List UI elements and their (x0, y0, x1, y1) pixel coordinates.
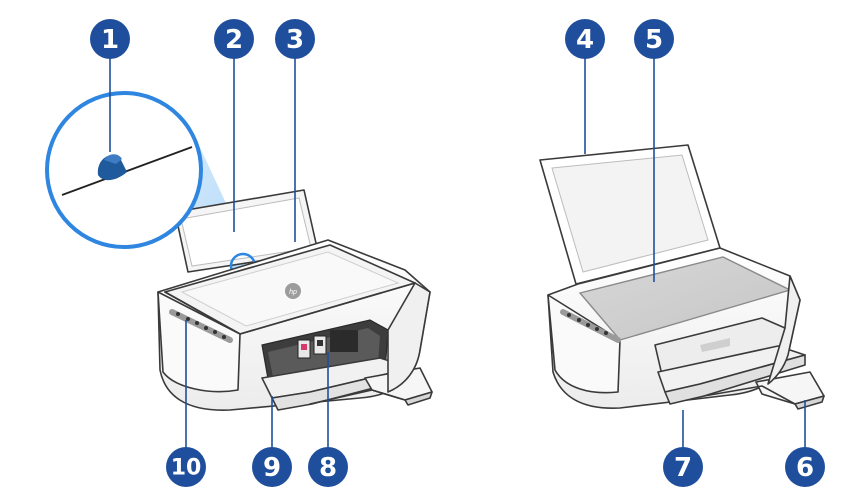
output-tray-right (657, 345, 825, 410)
callout-4: 4 (565, 19, 605, 59)
callout-7: 7 (663, 447, 703, 487)
right-printer (539, 144, 825, 410)
callout-5-label: 5 (645, 25, 663, 55)
callout-9-label: 9 (263, 453, 281, 483)
control-panel (169, 309, 233, 343)
callout-7-label: 7 (674, 453, 692, 483)
callout-2: 2 (214, 19, 254, 59)
callout-6: 6 (785, 447, 825, 487)
callout-1: 1 (90, 19, 130, 59)
left-printer-body: hp (157, 239, 433, 411)
callout-2-label: 2 (225, 25, 243, 55)
leader-lines (109, 58, 806, 448)
left-printer: hp (45, 91, 433, 411)
scanner-lid (539, 144, 721, 285)
svg-text:hp: hp (289, 289, 297, 296)
callout-10-label: 10 (171, 456, 202, 481)
input-tray (174, 189, 319, 273)
ink-cartridges (297, 330, 358, 359)
callout-10: 10 (166, 447, 206, 487)
callout-8-label: 8 (319, 453, 337, 483)
callout-9: 9 (252, 447, 292, 487)
callout-6-label: 6 (796, 453, 814, 483)
callout-5: 5 (634, 19, 674, 59)
callout-3: 3 (275, 19, 315, 59)
hp-logo (285, 283, 301, 299)
control-panel-right (560, 309, 621, 343)
callout-3-label: 3 (286, 25, 304, 55)
callout-1-label: 1 (101, 25, 119, 55)
callout-4-label: 4 (576, 25, 594, 55)
zoom-lens (45, 91, 203, 249)
callout-8: 8 (308, 447, 348, 487)
